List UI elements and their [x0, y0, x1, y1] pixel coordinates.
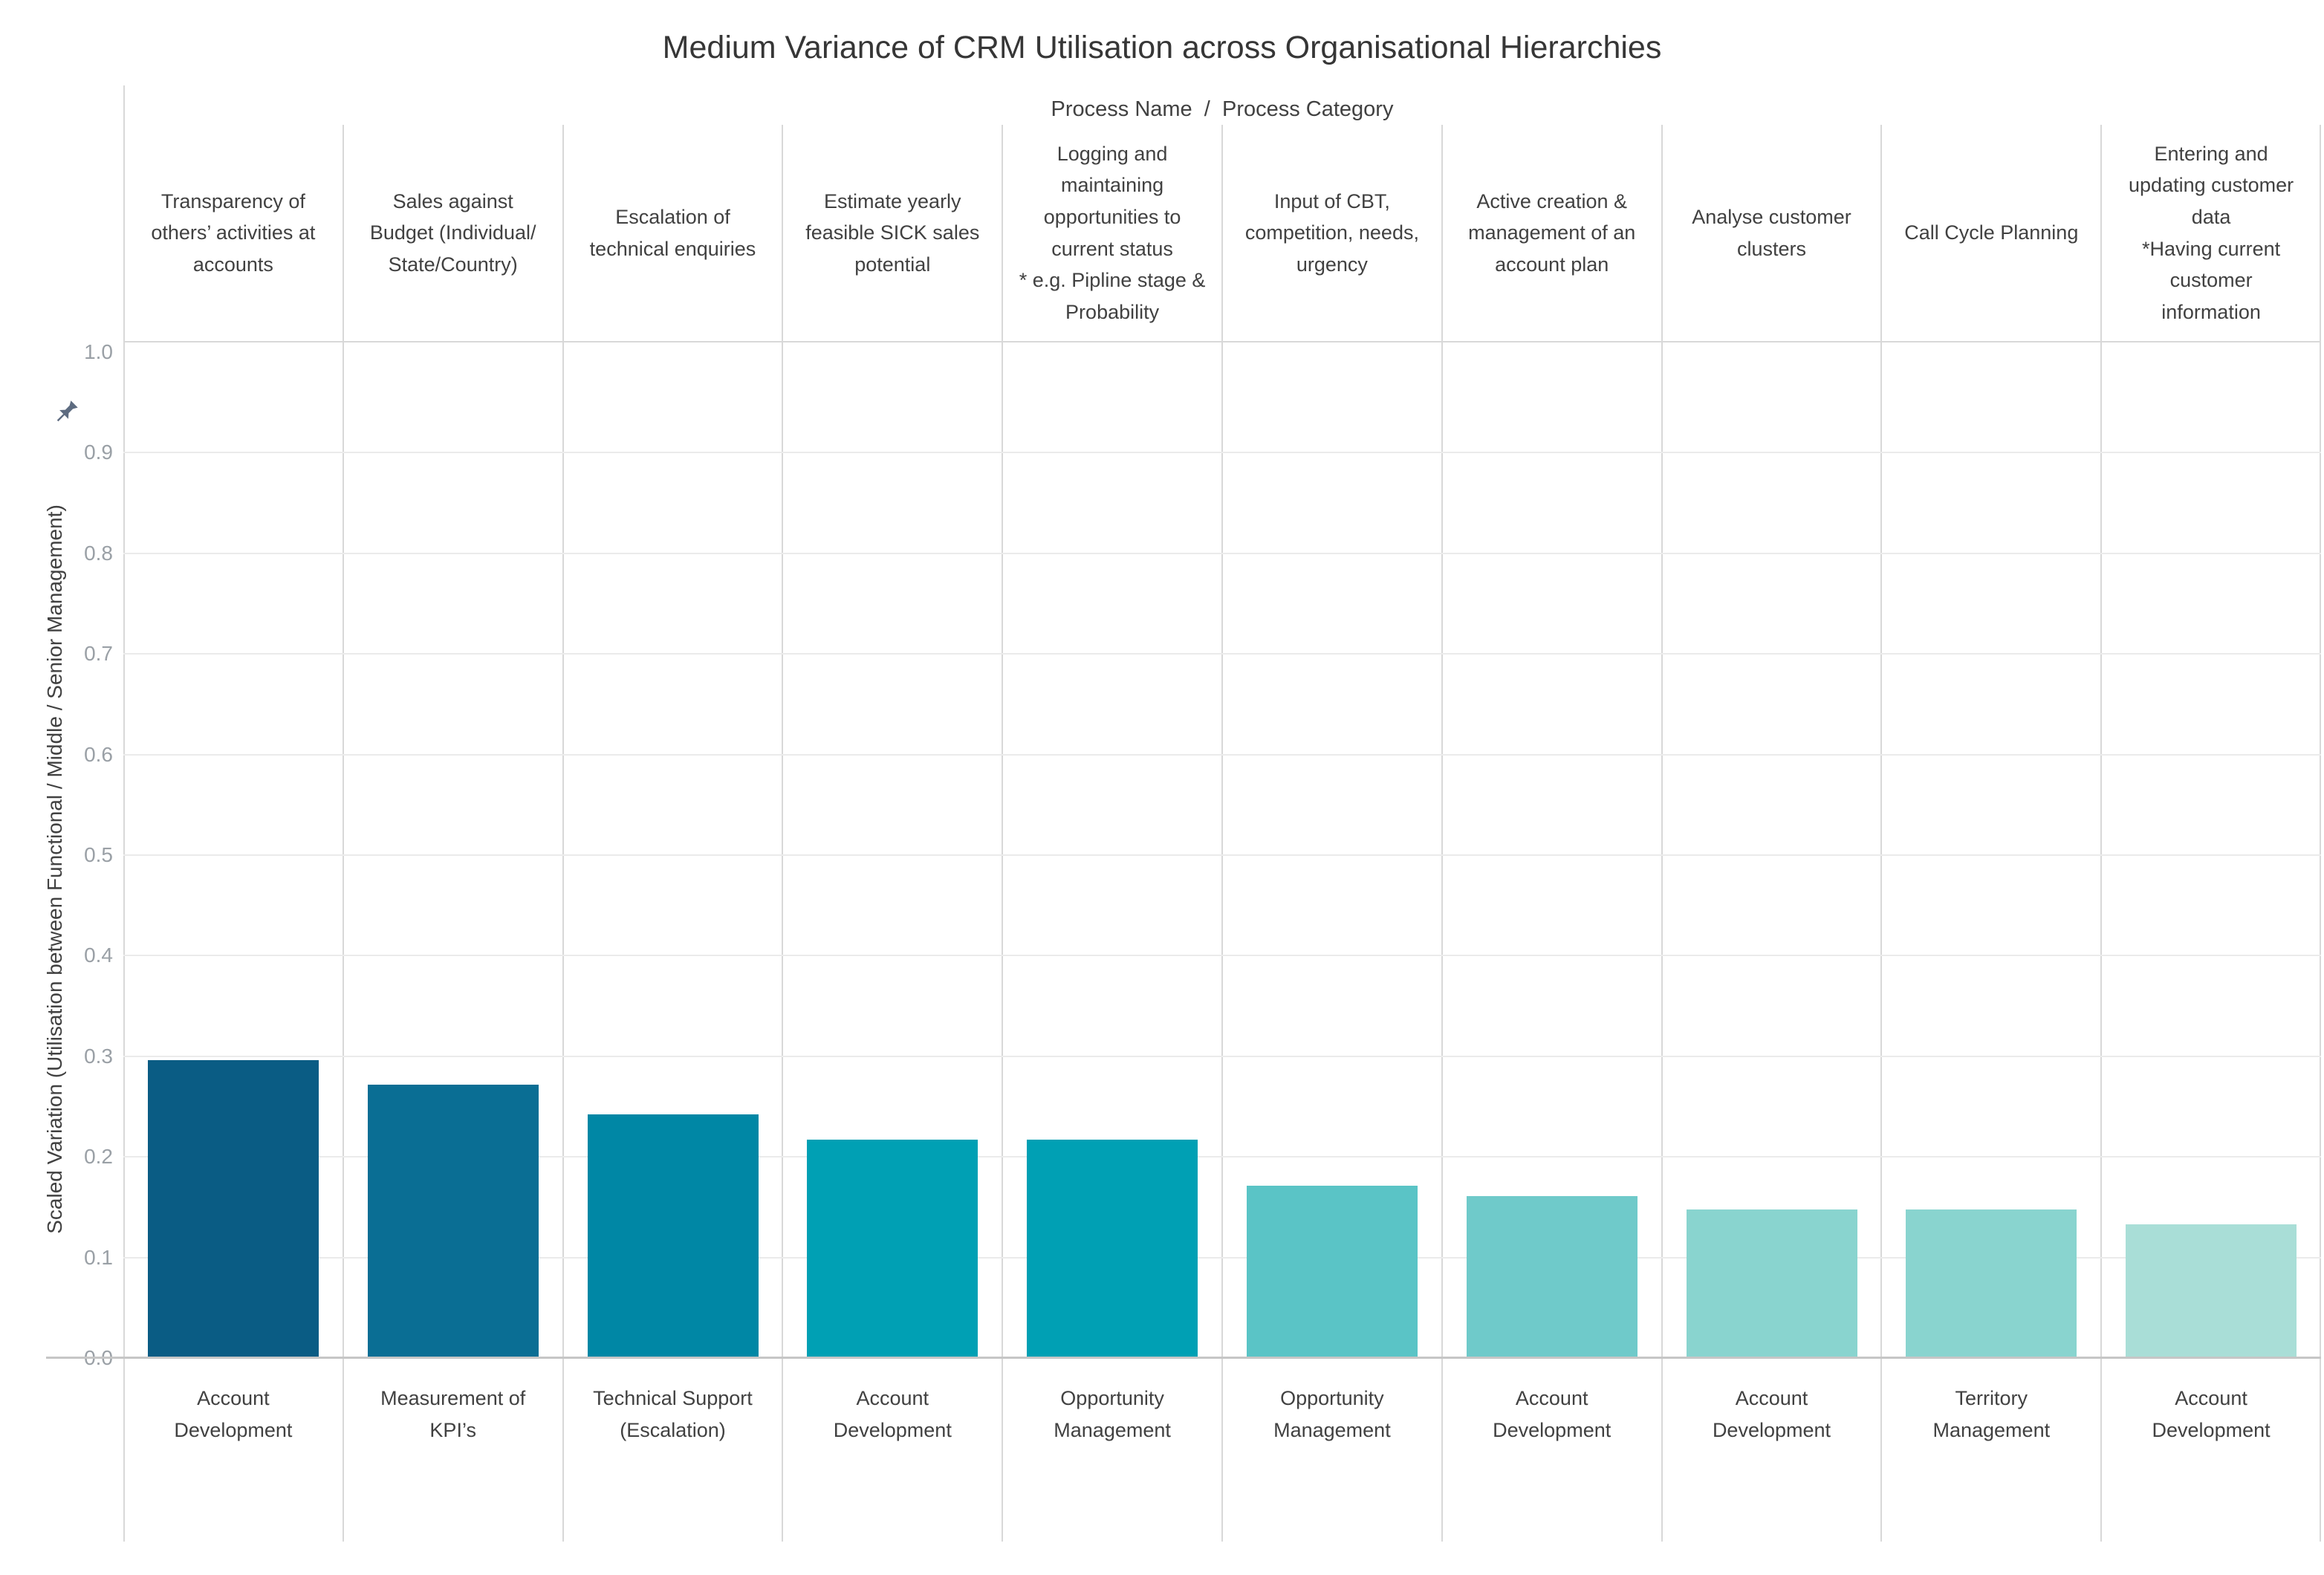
chart-title: Medium Variance of CRM Utilisation acros… [662, 30, 1662, 65]
category-cell[interactable]: Technical Support (Escalation) [563, 1360, 783, 1542]
gridline [123, 753, 2321, 756]
process-name-cell[interactable]: Logging and maintaining opportunities to… [1002, 125, 1222, 341]
category-cell[interactable]: Account Development [782, 1360, 1002, 1542]
bar[interactable] [367, 1085, 539, 1358]
category-cell[interactable]: Opportunity Management [1222, 1360, 1442, 1542]
y-tick-label: 0.5 [84, 843, 113, 866]
category-label: Account Development [1712, 1387, 1831, 1442]
category-label: Opportunity Management [1273, 1387, 1391, 1442]
process-name-cell[interactable]: Active creation & management of an accou… [1442, 125, 1662, 341]
column-separator [2100, 125, 2103, 1542]
y-tick-label: 0.3 [84, 1044, 113, 1068]
bar[interactable] [1246, 1186, 1418, 1358]
y-tick-label: 1.0 [84, 340, 113, 363]
y-tick-label: 0.6 [84, 742, 113, 766]
category-cell[interactable]: Account Development [2101, 1360, 2321, 1542]
header-bottom-border [123, 341, 2321, 342]
y-tick-label: 0.7 [84, 642, 113, 666]
column-separator [1661, 125, 1663, 1542]
y-tick-label: 0.8 [84, 541, 113, 565]
bar[interactable] [1027, 1140, 1198, 1358]
bar[interactable] [587, 1114, 759, 1358]
process-name-label: Escalation of technical enquiries [589, 205, 756, 260]
y-tick-label: 0.2 [84, 1145, 113, 1169]
column-separator [1221, 125, 1223, 1542]
process-name-label: Entering and updating customer data *Hav… [2129, 142, 2294, 323]
category-cell[interactable]: Opportunity Management [1002, 1360, 1222, 1542]
gridline [123, 1156, 2321, 1158]
gridline [123, 653, 2321, 655]
process-name-label: Logging and maintaining opportunities to… [1019, 142, 1206, 323]
column-separator [782, 125, 784, 1542]
y-tick-label: 0.1 [84, 1245, 113, 1269]
process-name-label: Input of CBT, competition, needs, urgenc… [1244, 189, 1419, 276]
category-label: Account Development [2152, 1387, 2271, 1442]
y-tick-label: 0.9 [84, 441, 113, 464]
column-separator [342, 125, 344, 1542]
process-name-cell[interactable]: Sales against Budget (Individual/ State/… [343, 125, 563, 341]
process-name-label: Transparency of others’ activities at ac… [151, 189, 316, 276]
bar[interactable] [1686, 1209, 1857, 1358]
process-name-label: Estimate yearly feasible SICK sales pote… [805, 189, 980, 276]
process-name-cell[interactable]: Escalation of technical enquiries [563, 125, 783, 341]
category-label: Account Development [174, 1387, 293, 1442]
bar[interactable] [807, 1140, 978, 1358]
y-tick-label: 0.4 [84, 944, 113, 967]
gridline [123, 1256, 2321, 1259]
process-name-cell[interactable]: Transparency of others’ activities at ac… [123, 125, 343, 341]
column-separator [1002, 125, 1004, 1542]
plot-area [123, 342, 2321, 1358]
process-name-label: Analyse customer clusters [1692, 205, 1851, 260]
bar[interactable] [1906, 1209, 2077, 1358]
process-name-cell[interactable]: Input of CBT, competition, needs, urgenc… [1222, 125, 1442, 341]
bar[interactable] [1466, 1196, 1637, 1358]
category-label: Territory Management [1932, 1387, 2051, 1442]
category-footer-band: Account Development Measurement of KPI’s T… [123, 1360, 2321, 1542]
category-cell[interactable]: Territory Management [1881, 1360, 2101, 1542]
gridline [123, 552, 2321, 554]
chart-table: Process Name / Process Category Transpar… [123, 85, 2321, 1542]
pin-icon[interactable] [53, 398, 80, 425]
column-header-title: Process Name / Process Category [1051, 97, 1394, 121]
process-name-cell[interactable]: Analyse customer clusters [1662, 125, 1882, 341]
category-cell[interactable]: Account Development [1662, 1360, 1882, 1542]
process-name-label: Sales against Budget (Individual/ State/… [369, 189, 536, 276]
x-axis-baseline [46, 1357, 2321, 1359]
category-label: Account Development [833, 1387, 952, 1442]
gridline [123, 955, 2321, 957]
category-label: Account Development [1493, 1387, 1611, 1442]
category-cell[interactable]: Account Development [1442, 1360, 1662, 1542]
column-separator [1880, 125, 1883, 1542]
process-name-cell[interactable]: Call Cycle Planning [1881, 125, 2101, 341]
table-right-border [2320, 125, 2321, 1542]
column-separator [562, 125, 564, 1542]
column-separator [1441, 125, 1443, 1542]
category-label: Opportunity Management [1054, 1387, 1171, 1442]
bar[interactable] [2126, 1224, 2297, 1358]
process-name-cell[interactable]: Estimate yearly feasible SICK sales pote… [782, 125, 1002, 341]
process-name-cell[interactable]: Entering and updating customer data *Hav… [2101, 125, 2321, 341]
category-label: Technical Support (Escalation) [593, 1387, 753, 1442]
gridline [123, 854, 2321, 856]
bar[interactable] [147, 1060, 319, 1358]
table-left-border [123, 85, 125, 1542]
process-name-label: Call Cycle Planning [1904, 221, 2079, 244]
column-header-band: Process Name / Process Category Transpar… [123, 85, 2321, 341]
gridline [123, 1055, 2321, 1057]
category-label: Measurement of KPI’s [380, 1387, 526, 1442]
gridline [123, 452, 2321, 454]
category-cell[interactable]: Measurement of KPI’s [343, 1360, 563, 1542]
process-name-label: Active creation & management of an accou… [1468, 189, 1636, 276]
category-cell[interactable]: Account Development [123, 1360, 343, 1542]
